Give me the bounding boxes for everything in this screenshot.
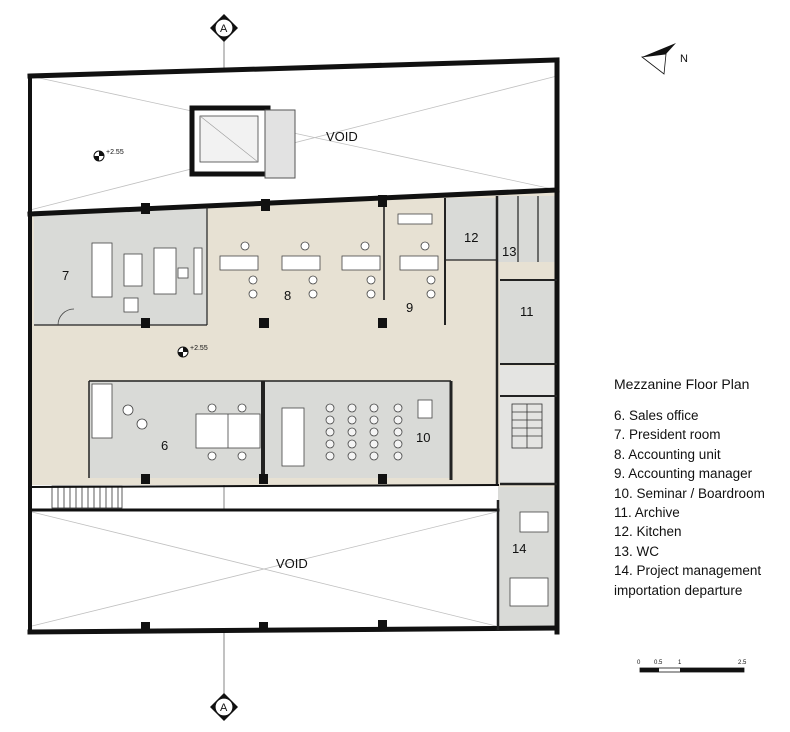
room-13-wc [498,196,557,262]
north-arrow: N [640,43,688,75]
outer-walls [27,57,560,635]
room-number-13: 13 [502,244,516,259]
legend-item: 12. Kitchen [614,524,682,540]
level-text-top: +2.55 [106,149,124,156]
level-marker-mid: +2.55 [177,345,208,358]
legend-item: 7. President room [614,427,721,443]
level-text-mid: +2.55 [190,345,208,352]
stair-right [511,403,543,449]
furniture-room-7 [57,242,203,326]
room-7-president [34,206,207,325]
interior-walls [34,196,557,630]
legend-item: 14. Project management [614,563,762,579]
legend-item: 11. Archive [614,505,680,521]
furniture-room-8 [219,213,439,299]
room-number-6: 6 [161,438,168,453]
void-label-top: VOID [326,129,358,144]
furniture-room-6 [91,383,261,461]
furniture-room-10 [281,399,433,467]
room-number-14: 14 [512,541,526,556]
legend: Mezzanine Floor Plan 6. Sales office 7. … [614,376,790,600]
legend-item: importation departure [614,582,743,598]
room-number-7: 7 [62,268,69,283]
furniture-room-14 [509,511,549,607]
scale-tick-1: 1 [678,660,682,666]
section-marker-bottom: A [210,693,238,721]
room-number-8: 8 [284,288,291,303]
scale-tick-25: 2.5 [738,660,747,666]
lift-shaft [189,105,296,179]
room-number-9: 9 [406,300,413,315]
section-marker-top-label: A [220,23,228,35]
room-number-10: 10 [416,430,430,445]
legend-item: 9. Accounting manager [614,466,753,482]
room-12-kitchen [445,198,497,260]
room-number-11: 11 [520,304,534,319]
void-label-bottom: VOID [276,556,308,571]
room-11-archive [500,280,557,364]
legend-title: Mezzanine Floor Plan [614,376,750,392]
scale-bar: 0 0.5 1 2.5 [637,660,747,673]
scale-tick-0: 0 [637,660,641,666]
stair-core [500,366,557,484]
level-marker-top: +2.55 [93,149,124,162]
legend-item: 8. Accounting unit [614,446,721,462]
legend-item: 10. Seminar / Boardroom [614,485,765,501]
section-marker-top: A [210,14,238,42]
north-label: N [680,53,688,65]
scale-tick-05: 0.5 [654,660,663,666]
legend-item: 13. WC [614,543,660,559]
structural-columns [141,195,387,632]
legend-item: 6. Sales office [614,408,699,423]
stair-lower [51,485,123,509]
room-number-12: 12 [464,230,478,245]
section-marker-bottom-label: A [220,702,228,714]
